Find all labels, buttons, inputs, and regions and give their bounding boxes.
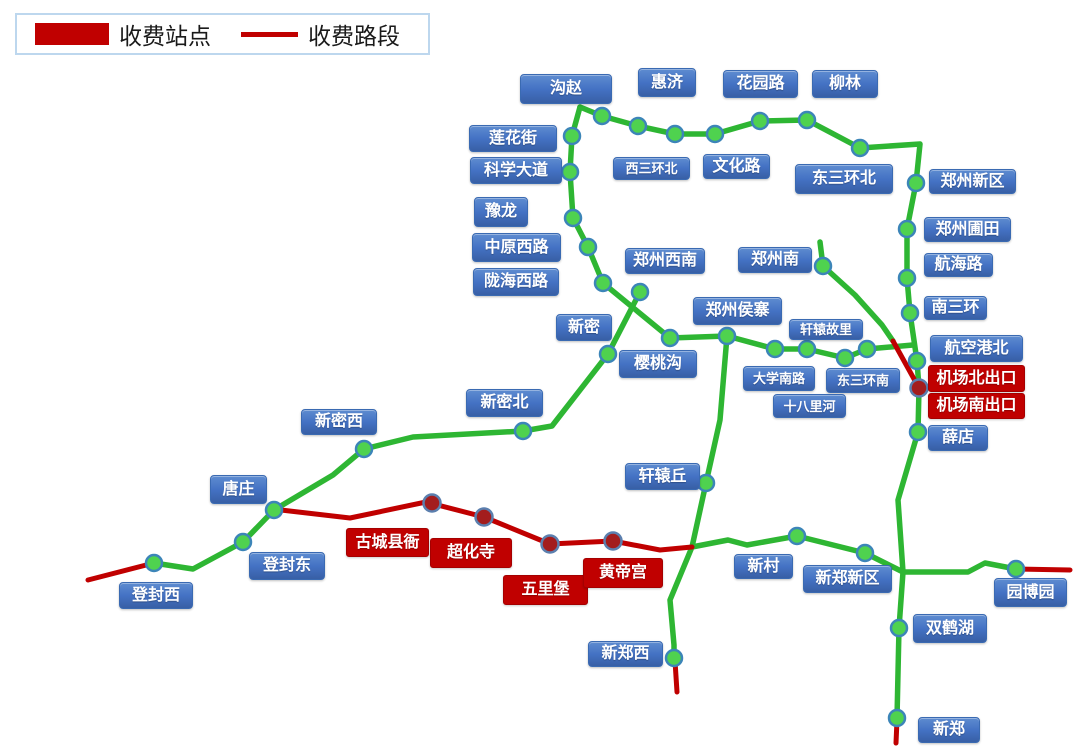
station-node <box>900 303 920 323</box>
station-node <box>660 328 680 348</box>
station-node <box>835 348 855 368</box>
station-label: 郑州圃田 <box>924 217 1011 242</box>
station-label: 柳林 <box>812 70 878 98</box>
station-label: 新密西 <box>301 409 377 435</box>
station-node <box>578 237 598 257</box>
station-label: 莲花街 <box>469 125 557 152</box>
station-label: 机场南出口 <box>928 393 1025 419</box>
station-node <box>665 124 685 144</box>
station-node <box>696 473 716 493</box>
road-toll-dengfeng-west <box>85 560 157 583</box>
station-node <box>750 111 770 131</box>
station-node <box>797 339 817 359</box>
station-label: 登封东 <box>249 552 325 580</box>
toll-station-node <box>422 493 442 513</box>
station-node <box>765 339 785 359</box>
station-label: 十八里河 <box>773 394 846 418</box>
station-label: 郑州西南 <box>625 248 705 274</box>
road-houzhai-south <box>667 333 730 661</box>
toll-station-node <box>474 507 494 527</box>
station-label: 文化路 <box>703 154 770 179</box>
station-label: 黄帝宫 <box>583 558 663 588</box>
station-label: 惠济 <box>638 68 696 97</box>
station-label: 南三环 <box>924 296 987 320</box>
station-label: 樱桃沟 <box>619 350 697 378</box>
station-node <box>897 219 917 239</box>
station-label: 花园路 <box>723 70 798 98</box>
toll-station-node <box>603 531 623 551</box>
station-node <box>906 173 926 193</box>
station-node <box>513 421 533 441</box>
station-node <box>813 256 833 276</box>
station-node <box>887 708 907 728</box>
station-label: 唐庄 <box>210 475 267 504</box>
station-label: 园博园 <box>994 578 1067 607</box>
station-node <box>717 326 737 346</box>
road-ring-east <box>577 104 923 721</box>
station-label: 郑州新区 <box>929 169 1016 194</box>
station-node <box>628 116 648 136</box>
station-label: 机场北出口 <box>928 365 1025 392</box>
station-node <box>592 106 612 126</box>
legend-toll-station-label: 收费站点 <box>119 24 211 49</box>
station-label: 东三环南 <box>826 368 900 393</box>
station-node <box>664 648 684 668</box>
station-node <box>144 553 164 573</box>
station-label: 豫龙 <box>474 197 528 227</box>
station-label: 科学大道 <box>470 157 562 184</box>
station-node <box>593 273 613 293</box>
station-label: 登封西 <box>119 582 193 609</box>
station-label: 航空港北 <box>930 335 1023 362</box>
station-node <box>797 110 817 130</box>
station-label: 五里堡 <box>503 575 588 605</box>
station-label: 新密北 <box>466 389 543 417</box>
station-node <box>889 618 909 638</box>
station-label: 超化寺 <box>430 538 512 568</box>
toll-station-node <box>909 378 929 398</box>
toll-station-node <box>540 534 560 554</box>
station-label: 航海路 <box>924 253 993 277</box>
station-node <box>233 532 253 552</box>
station-label: 陇海西路 <box>473 268 559 296</box>
station-label: 西三环北 <box>613 157 690 180</box>
station-node <box>1006 559 1026 579</box>
road-toll-gucheng <box>278 499 695 553</box>
station-node <box>855 543 875 563</box>
station-label: 轩辕故里 <box>789 319 863 340</box>
station-label: 郑州南 <box>738 247 812 273</box>
station-node <box>787 526 807 546</box>
station-node <box>563 208 583 228</box>
station-label: 双鹤湖 <box>913 614 987 643</box>
station-label: 古城县衙 <box>346 528 429 557</box>
station-node <box>562 126 582 146</box>
station-label: 东三环北 <box>795 164 893 194</box>
station-label: 大学南路 <box>743 366 815 391</box>
station-label: 新郑新区 <box>803 565 892 593</box>
station-label: 郑州侯寨 <box>693 297 782 325</box>
station-label: 新密 <box>556 314 612 341</box>
station-node <box>907 351 927 371</box>
station-node <box>264 500 284 520</box>
station-label: 新村 <box>734 554 793 579</box>
station-label: 轩辕丘 <box>625 463 700 490</box>
station-node <box>857 339 877 359</box>
toll-station-swatch <box>35 23 109 45</box>
station-label: 薛店 <box>928 425 988 451</box>
station-label: 新郑 <box>918 717 980 743</box>
station-node <box>630 282 650 302</box>
legend-toll-road-label: 收费路段 <box>308 24 400 49</box>
station-label: 中原西路 <box>472 233 561 262</box>
station-node <box>705 124 725 144</box>
station-node <box>598 344 618 364</box>
station-label: 沟赵 <box>520 74 612 104</box>
toll-road-swatch <box>241 31 298 37</box>
station-node <box>560 162 580 182</box>
station-node <box>897 268 917 288</box>
station-label: 新郑西 <box>588 641 663 667</box>
station-node <box>354 439 374 459</box>
station-node <box>908 422 928 442</box>
legend: 收费站点 收费路段 <box>15 13 430 55</box>
station-node <box>850 138 870 158</box>
